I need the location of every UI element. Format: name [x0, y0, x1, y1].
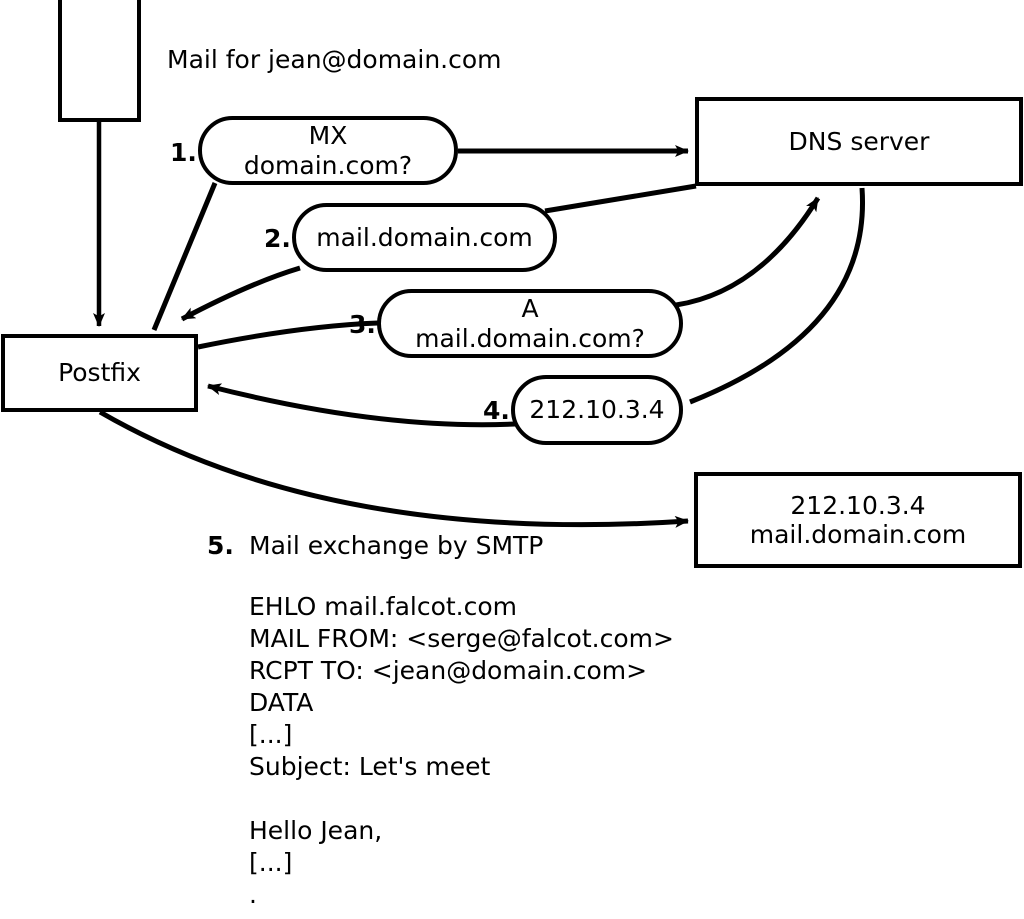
connector-step2-to-postfix [180, 265, 301, 322]
smtp-line: RCPT TO: <jean@domain.com> [249, 656, 648, 685]
connector-step4-to-postfix [207, 383, 516, 428]
smtp-line: DATA [249, 688, 314, 717]
step-5-label: Mail exchange by SMTP [249, 531, 544, 560]
step-1-number: 1. [170, 138, 197, 167]
dns-server-node: DNS server [695, 97, 1023, 186]
connector-dns-to-step4 [689, 187, 866, 405]
connector-step3-to-dns [675, 196, 821, 308]
connector-postfix-to-mailserver [98, 409, 689, 528]
smtp-line: [...] [249, 720, 293, 749]
smtp-line: [...] [249, 848, 293, 877]
smtp-line: Hello Jean, [249, 816, 383, 845]
bubble-a-query: A mail.domain.com? [377, 289, 683, 358]
mail-for-label: Mail for jean@domain.com [167, 45, 502, 74]
mail-server-node: 212.10.3.4 mail.domain.com [694, 472, 1022, 568]
client-box [58, 0, 141, 122]
connector-postfix-to-step3 [197, 320, 379, 350]
smtp-line: . [249, 880, 257, 909]
mail-server-ip: 212.10.3.4 [790, 490, 926, 520]
step-3-number: 3. [349, 310, 376, 339]
step-5-number: 5. [207, 531, 234, 560]
bubble-mx-answer: mail.domain.com [292, 203, 557, 272]
connector-dns-to-step2 [544, 183, 697, 214]
bubble-a-answer: 212.10.3.4 [511, 375, 683, 445]
smtp-line: MAIL FROM: <serge@falcot.com> [249, 624, 674, 653]
bubble-mx-query: MX domain.com? [198, 116, 458, 185]
step-2-number: 2. [264, 224, 291, 253]
step-4-number: 4. [483, 396, 510, 425]
mail-server-hostname: mail.domain.com [749, 520, 967, 549]
postfix-node: Postfix [1, 334, 198, 412]
smtp-line: Subject: Let's meet [249, 752, 491, 781]
smtp-line: EHLO mail.falcot.com [249, 592, 518, 621]
connector-postfix-to-step1 [151, 182, 218, 331]
smtp-line-blank [249, 783, 674, 815]
